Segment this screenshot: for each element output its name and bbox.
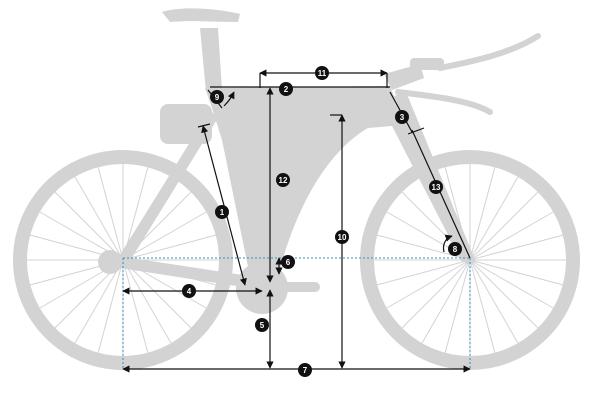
wheel-spoke (469, 234, 563, 261)
badge-7-label: 7 (303, 366, 308, 375)
crank-arm (262, 282, 320, 292)
badge-1-label: 1 (220, 208, 225, 217)
bike-silhouette (13, 8, 580, 370)
badge-9: 9 (210, 90, 224, 104)
badge-2: 2 (279, 82, 293, 96)
aero-pads (410, 58, 444, 70)
badge-12-label: 12 (279, 176, 288, 185)
badge-5: 5 (255, 318, 269, 332)
badge-1: 1 (215, 205, 229, 219)
badge-8-label: 8 (453, 245, 458, 254)
wheel-spoke (469, 259, 554, 309)
wheel-spoke (469, 191, 539, 261)
wheel-spoke (401, 259, 471, 329)
wheel-spoke (421, 259, 471, 344)
seat-post (200, 28, 222, 92)
wheel-spoke (444, 259, 471, 353)
badge-12: 12 (276, 173, 290, 187)
badge-10: 10 (335, 230, 349, 244)
badge-6-label: 6 (286, 258, 291, 267)
badge-8: 8 (448, 242, 462, 256)
wheel-spoke (469, 259, 496, 353)
wheel-spoke (74, 176, 124, 261)
badge-4-label: 4 (187, 287, 192, 296)
wheel-spoke (97, 167, 124, 261)
badge-7: 7 (298, 363, 312, 377)
badge-5-label: 5 (260, 321, 265, 330)
wheel-spoke (74, 259, 124, 344)
badge-11-label: 11 (318, 69, 327, 78)
badge-3-label: 3 (400, 113, 405, 122)
seat-stays (118, 110, 218, 264)
reference-lines (122, 257, 471, 370)
saddle (162, 8, 240, 22)
rear-derailleur (98, 250, 122, 274)
wheel-spoke (469, 211, 554, 261)
wheel-spoke (97, 259, 124, 353)
wheel-spoke (377, 259, 471, 286)
wheel-spoke (469, 259, 519, 344)
badge-3: 3 (395, 110, 409, 124)
dimension-badges: 1 2 3 4 5 6 7 8 9 10 11 12 13 (182, 66, 462, 377)
extension-bars (437, 33, 541, 71)
dimension-lines (122, 69, 471, 373)
wheel-spoke (122, 259, 172, 344)
badge-13: 13 (429, 180, 443, 194)
wheel-spoke (122, 234, 216, 261)
badge-9-label: 9 (215, 93, 220, 102)
badge-11: 11 (315, 66, 329, 80)
wheel-spoke (386, 259, 471, 309)
wheel-spoke (469, 259, 563, 286)
base-bar (395, 89, 493, 115)
badge-10-label: 10 (338, 233, 347, 242)
stem (384, 64, 424, 90)
wheel-spoke (122, 211, 207, 261)
badge-13-label: 13 (432, 183, 441, 192)
badge-6: 6 (281, 255, 295, 269)
badge-2-label: 2 (284, 85, 289, 94)
wheel-spoke (469, 176, 519, 261)
wheel-spoke (54, 191, 124, 261)
badge-4: 4 (182, 284, 196, 298)
rear-box (160, 104, 212, 144)
wheel-spoke (122, 259, 149, 353)
wheel-spoke (469, 259, 539, 329)
wheel-spoke (469, 167, 496, 261)
